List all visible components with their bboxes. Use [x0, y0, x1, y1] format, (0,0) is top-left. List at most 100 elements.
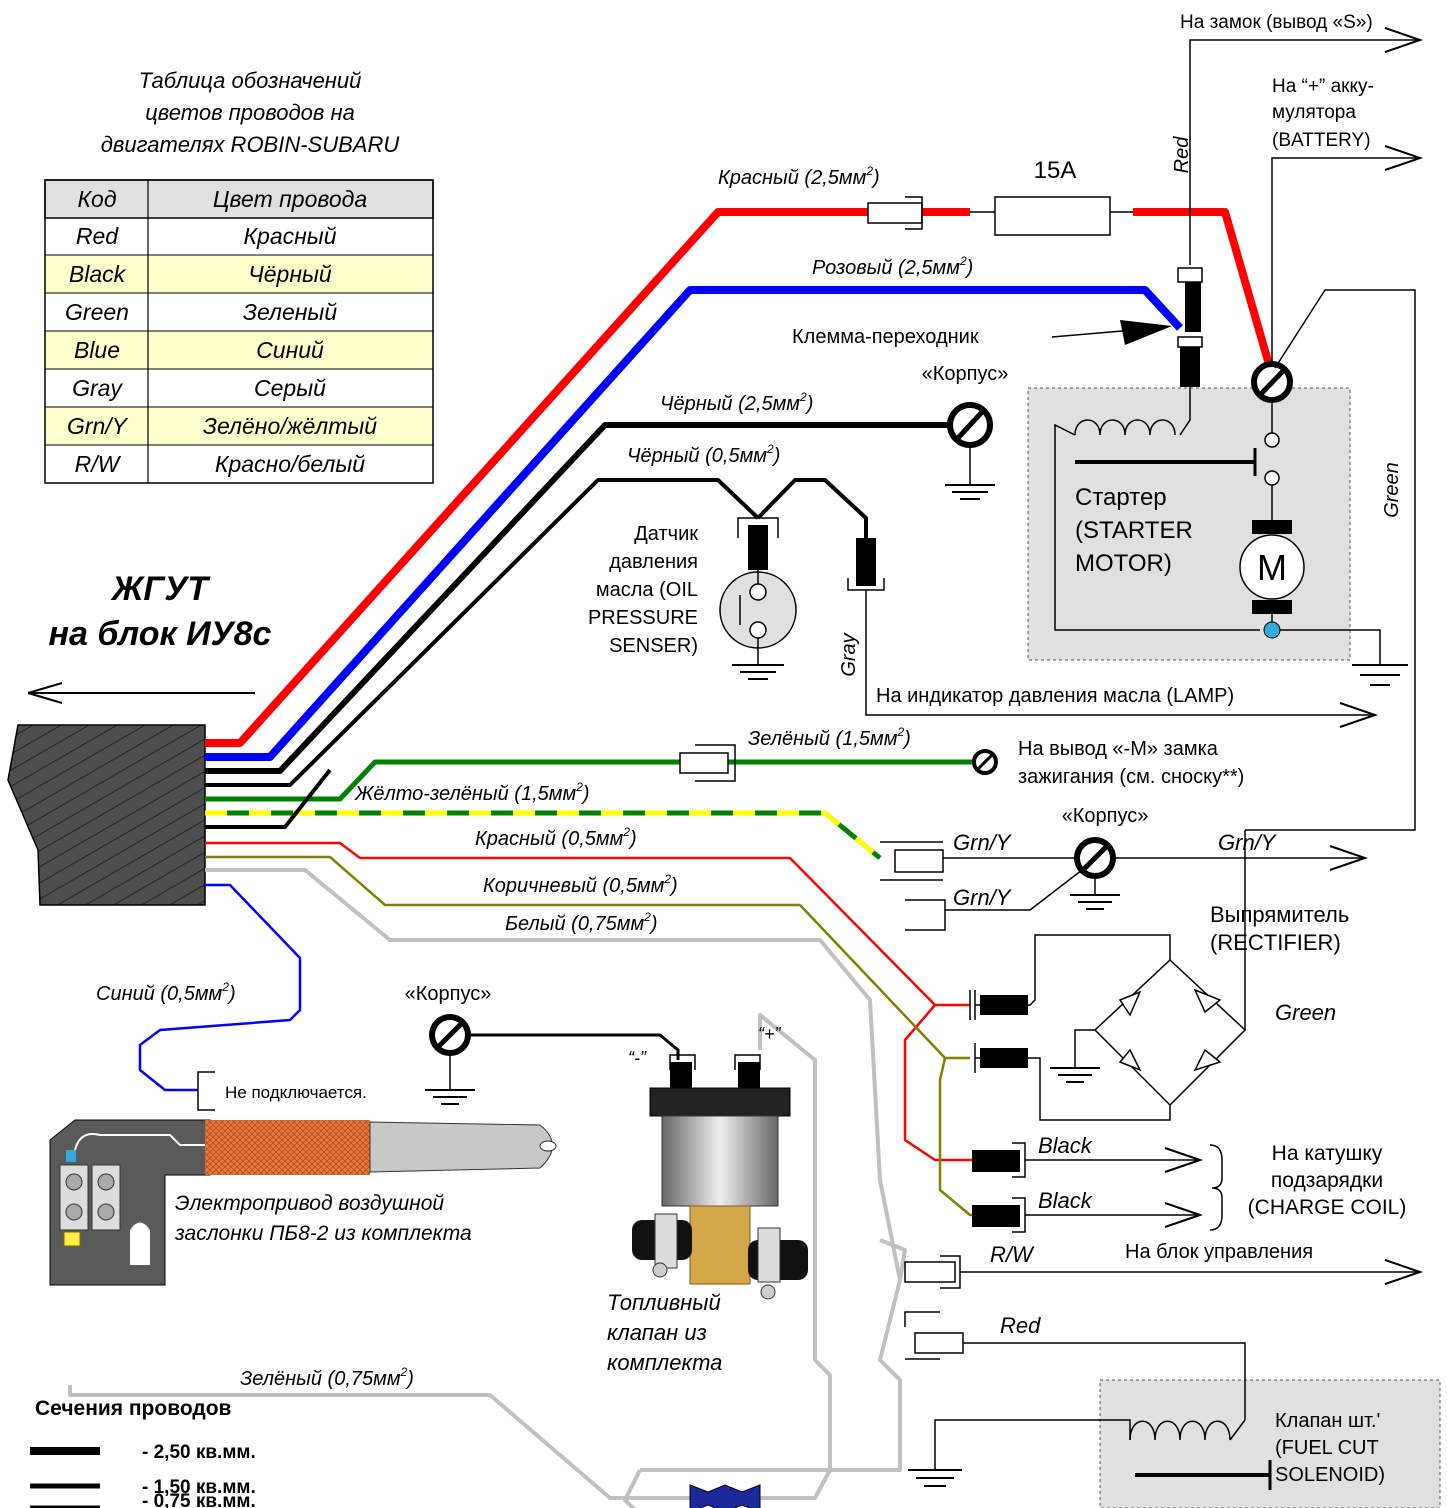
grny-label-1: Grn/Y: [953, 830, 1012, 855]
legend: Таблица обозначений цветов проводов на д…: [44, 68, 434, 484]
harness-block: [7, 724, 206, 906]
wire-brown-0-5: [205, 855, 975, 1217]
label-pink-2-5: Розовый (2,5мм2): [812, 254, 973, 279]
starter-label-line-1: Стартер: [1075, 484, 1167, 511]
ground-2-label: «Корпус»: [1062, 805, 1149, 827]
fuel-valve-line-3: комплекта: [607, 1350, 722, 1375]
red-vertical-label: Red: [1171, 136, 1193, 174]
fuel-valve-line-2: клапан из: [607, 1320, 707, 1345]
rectifier-green-label: Green: [1275, 1000, 1336, 1025]
starter-label-line-3: MOTOR): [1075, 550, 1172, 577]
label-blue-0-5: Синий (0,5мм2): [96, 980, 236, 1005]
ground-1-label: «Корпус»: [922, 363, 1009, 385]
adapter-terminal: Клемма-переходник: [792, 267, 1203, 387]
gray-vertical-label: Gray: [838, 632, 860, 676]
lamp-label: На индикатор давления масла (LAMP): [876, 685, 1234, 707]
rectifier-line-1: Выпрямитель: [1210, 902, 1349, 927]
minus-label: “-”: [628, 1048, 647, 1068]
lock-s-label: На замок (вывод «S»): [1180, 12, 1373, 33]
battery-line-3: (BATTERY): [1272, 130, 1371, 151]
legend-code-7: R/W: [75, 451, 122, 477]
label-black-0-5: Чёрный (0,5мм2): [627, 442, 780, 467]
oil-sensor-line-1: Датчик: [634, 523, 698, 545]
legend-color-2: Чёрный: [248, 261, 332, 287]
legend-code-2: Black: [69, 261, 127, 287]
black-label-2: Black: [1038, 1188, 1093, 1213]
fuel-valve-line-1: Топливный: [607, 1290, 721, 1315]
legend-color-4: Синий: [256, 337, 324, 363]
harness: ЖГУТ на блок ИУ8с: [7, 570, 272, 906]
control-unit-output: R/W На блок управления: [904, 1241, 1424, 1289]
battery-output: На “+” акку- мулятора (BATTERY): [1271, 76, 1424, 370]
rw-label: R/W: [990, 1242, 1035, 1267]
red-fuel-cut-label: Red: [1000, 1313, 1041, 1338]
oil-pressure-sensor: Датчик давления масла (OIL PRESSURE SENS…: [588, 517, 797, 680]
fuel-cut-line-1: Клапан шт.': [1275, 1410, 1380, 1432]
legend-header-code: Код: [77, 186, 116, 212]
starter-label-line-2: (STARTER: [1075, 517, 1193, 544]
legend-title-line-1: Таблица обозначений: [139, 68, 362, 93]
black-label-1: Black: [1038, 1133, 1093, 1158]
oil-sensor-line-4: PRESSURE: [588, 607, 698, 629]
legend-color-3: Зеленый: [243, 299, 337, 325]
plus-label: “+”: [758, 1024, 782, 1044]
damper-line-1: Электропривод воздушной: [175, 1192, 444, 1215]
label-red-2-5: Красный (2,5мм2): [718, 164, 880, 189]
legend-title-line-2: цветов проводов на: [145, 100, 355, 125]
oil-sensor-line-5: SENSER): [609, 635, 698, 657]
grny-label-3: Grn/Y: [953, 885, 1012, 910]
sections-title: Сечения проводов: [35, 1397, 232, 1420]
control-unit-label: На блок управления: [1125, 1241, 1313, 1263]
ground-2: «Корпус» Grn/Y Grn/Y Grn/Y: [905, 805, 1369, 931]
wire-red-0-5: [205, 841, 975, 1162]
not-connected-label: Не подключается.: [225, 1083, 367, 1102]
rectifier-line-2: (RECTIFIER): [1210, 930, 1341, 955]
wire-white-0-75: [205, 868, 902, 1281]
harness-arrow: [27, 682, 255, 704]
legend-code-5: Gray: [72, 375, 123, 401]
oil-sensor-line-3: масла (OIL: [596, 579, 698, 601]
air-damper-actuator: Электропривод воздушной заслонки ПБ8-2 и…: [49, 1119, 557, 1286]
legend-color-5: Серый: [254, 375, 326, 401]
fuse: 15A: [970, 157, 1133, 236]
butt-connector: [689, 1484, 761, 1508]
fuel-cut-line-3: SOLENOID): [1275, 1464, 1385, 1486]
oil-sensor-line-2: давления: [609, 551, 698, 573]
ground-1: «Корпус»: [922, 363, 1009, 500]
lock-output: На замок (вывод «S») Red: [1171, 12, 1424, 265]
m-terminal: На вывод «-M» замка зажигания (см. сноск…: [972, 738, 1244, 788]
charge-coil: Black Black На катушку подзарядки (CHARG…: [972, 1133, 1407, 1233]
label-green-1-5: Зелёный (1,5мм2): [748, 725, 911, 750]
legend-header-color: Цвет провода: [213, 186, 367, 212]
label-red-0-5: Красный (0,5мм2): [475, 825, 637, 850]
wire-sections-legend: Сечения проводов - 2,50 кв.мм. - 1,50 кв…: [30, 1397, 256, 1508]
legend-title-line-3: двигателях ROBIN-SUBARU: [101, 132, 400, 157]
green-vertical-label: Green: [1381, 462, 1403, 518]
legend-code-4: Blue: [74, 337, 120, 363]
harness-title-line-2: на блок ИУ8с: [49, 615, 272, 653]
rectifier: Выпрямитель (RECTIFIER) Green: [969, 830, 1349, 1121]
wire-group: [68, 208, 1274, 1508]
wire-blue-0-5: [138, 883, 302, 1092]
connectors: [679, 196, 944, 881]
section-item-3: - 0,75 кв.мм.: [142, 1491, 256, 1508]
m-terminal-line-1: На вывод «-M» замка: [1018, 738, 1219, 760]
legend-code-6: Grn/Y: [67, 413, 129, 439]
wire-green-1-5: [205, 759, 680, 802]
legend-color-6: Зелёно/жёлтый: [203, 413, 377, 439]
legend-color-1: Красный: [243, 223, 336, 249]
ground-3-label: «Корпус»: [405, 983, 492, 1005]
label-green-0-75: Зелёный (0,75мм2): [240, 1365, 414, 1390]
legend-color-7: Красно/белый: [215, 451, 365, 477]
starter-motor-symbol: M: [1257, 547, 1287, 588]
wire-pink-2-5: [205, 286, 1183, 761]
grny-label-2: Grn/Y: [1218, 830, 1277, 855]
legend-code-3: Green: [65, 299, 129, 325]
fuel-valve: “-” “+” Топливный клапан из комплекта: [607, 1024, 808, 1375]
section-item-1: - 2,50 кв.мм.: [142, 1442, 256, 1463]
charge-coil-line-3: (CHARGE COIL): [1248, 1196, 1407, 1219]
label-brown-0-5: Коричневый (0,5мм2): [483, 872, 678, 897]
adapter-label: Клемма-переходник: [792, 326, 979, 348]
wire-green-0-75: [68, 1385, 690, 1500]
charge-coil-line-1: На катушку: [1272, 1142, 1383, 1165]
